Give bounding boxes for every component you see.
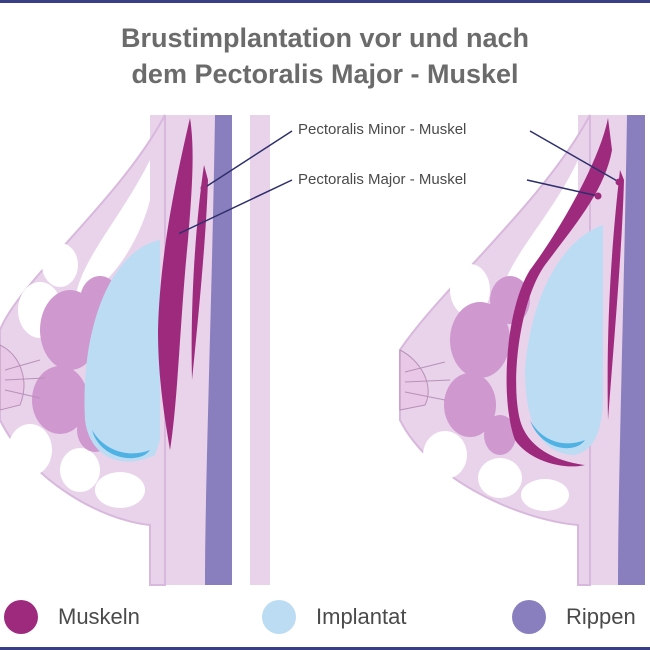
leader-left-minor bbox=[203, 130, 293, 189]
right-outer-wall bbox=[645, 115, 650, 585]
legend: Muskeln Implantat Rippen bbox=[0, 600, 650, 640]
right-pectoralis-major bbox=[506, 118, 612, 467]
callout-pectoralis-major: Pectoralis Major - Muskel bbox=[298, 171, 467, 188]
left-ducts bbox=[4, 359, 46, 399]
left-breast-cross-section bbox=[0, 114, 270, 586]
left-ribs bbox=[205, 115, 232, 585]
right-pectoralis-minor bbox=[607, 170, 624, 420]
left-outer-wall bbox=[232, 115, 250, 585]
legend-swatch-muscles bbox=[4, 600, 38, 634]
title-line-1: Brustimplantation vor und nach bbox=[120, 23, 530, 53]
leader-lines bbox=[175, 130, 620, 236]
legend-item-rippen: Rippen bbox=[512, 600, 636, 634]
title-line-2: dem Pectoralis Major - Muskel bbox=[131, 59, 519, 89]
callout-pectoralis-minor: Pectoralis Minor - Muskel bbox=[298, 121, 467, 138]
left-implant bbox=[84, 240, 160, 462]
leader-left-major bbox=[175, 179, 293, 236]
top-border bbox=[0, 0, 650, 3]
legend-swatch-ribs bbox=[512, 600, 546, 634]
legend-item-implantat: Implantat bbox=[262, 600, 407, 634]
left-pectoralis-major bbox=[158, 118, 193, 450]
leader-right-minor bbox=[529, 130, 620, 183]
legend-label-muscles: Muskeln bbox=[58, 604, 140, 629]
left-nipple bbox=[0, 344, 25, 411]
left-implant-base bbox=[92, 430, 150, 459]
right-ribs bbox=[618, 115, 645, 585]
leader-right-major bbox=[526, 179, 599, 197]
right-fat-lobes bbox=[423, 160, 578, 511]
legend-item-muskeln: Muskeln bbox=[4, 600, 140, 634]
right-breast-cross-section bbox=[399, 114, 650, 586]
right-implant bbox=[525, 225, 603, 455]
bottom-border bbox=[0, 647, 650, 650]
right-ducts bbox=[404, 361, 451, 401]
right-implant-base bbox=[530, 420, 585, 449]
legend-label-ribs: Rippen bbox=[566, 604, 636, 629]
left-pectoralis-minor bbox=[191, 165, 208, 380]
leader-dots bbox=[172, 178, 623, 239]
legend-label-implant: Implantat bbox=[316, 604, 407, 629]
legend-swatch-implant bbox=[262, 600, 296, 634]
diagram-title: Brustimplantation vor und nach dem Pecto… bbox=[0, 20, 650, 92]
